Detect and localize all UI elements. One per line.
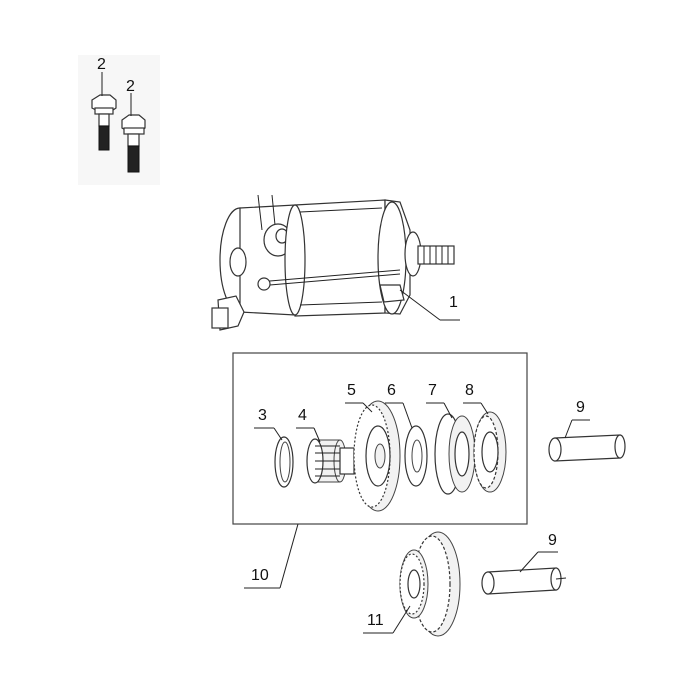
starter-motor [211,194,455,331]
callout-5: 5 [347,382,356,399]
washer [404,425,428,487]
reduction-gear [353,400,401,512]
callout-2-right: 2 [126,78,135,95]
starter-driven-gear [473,411,507,493]
assembly-box [232,352,528,525]
callout-7: 7 [428,382,437,399]
leader-lines [101,72,590,634]
pinion-gear [306,438,355,484]
callout-9-upper: 9 [576,399,585,416]
idle-gear [399,531,461,637]
callout-11: 11 [367,612,384,629]
bolt-left [91,94,117,151]
shaft-upper [548,434,626,462]
callout-10: 10 [251,567,269,584]
callout-3: 3 [258,407,267,424]
bolts-background [78,55,160,185]
one-way-clutch [434,413,476,495]
callout-9-lower: 9 [548,532,557,549]
callout-4: 4 [298,407,307,424]
callout-1: 1 [449,294,458,311]
snap-ring [274,436,294,488]
shaft-lower [481,567,567,595]
bolt-right [121,114,146,173]
callout-8: 8 [465,382,474,399]
callout-2-left: 2 [97,56,106,73]
callout-6: 6 [387,382,396,399]
